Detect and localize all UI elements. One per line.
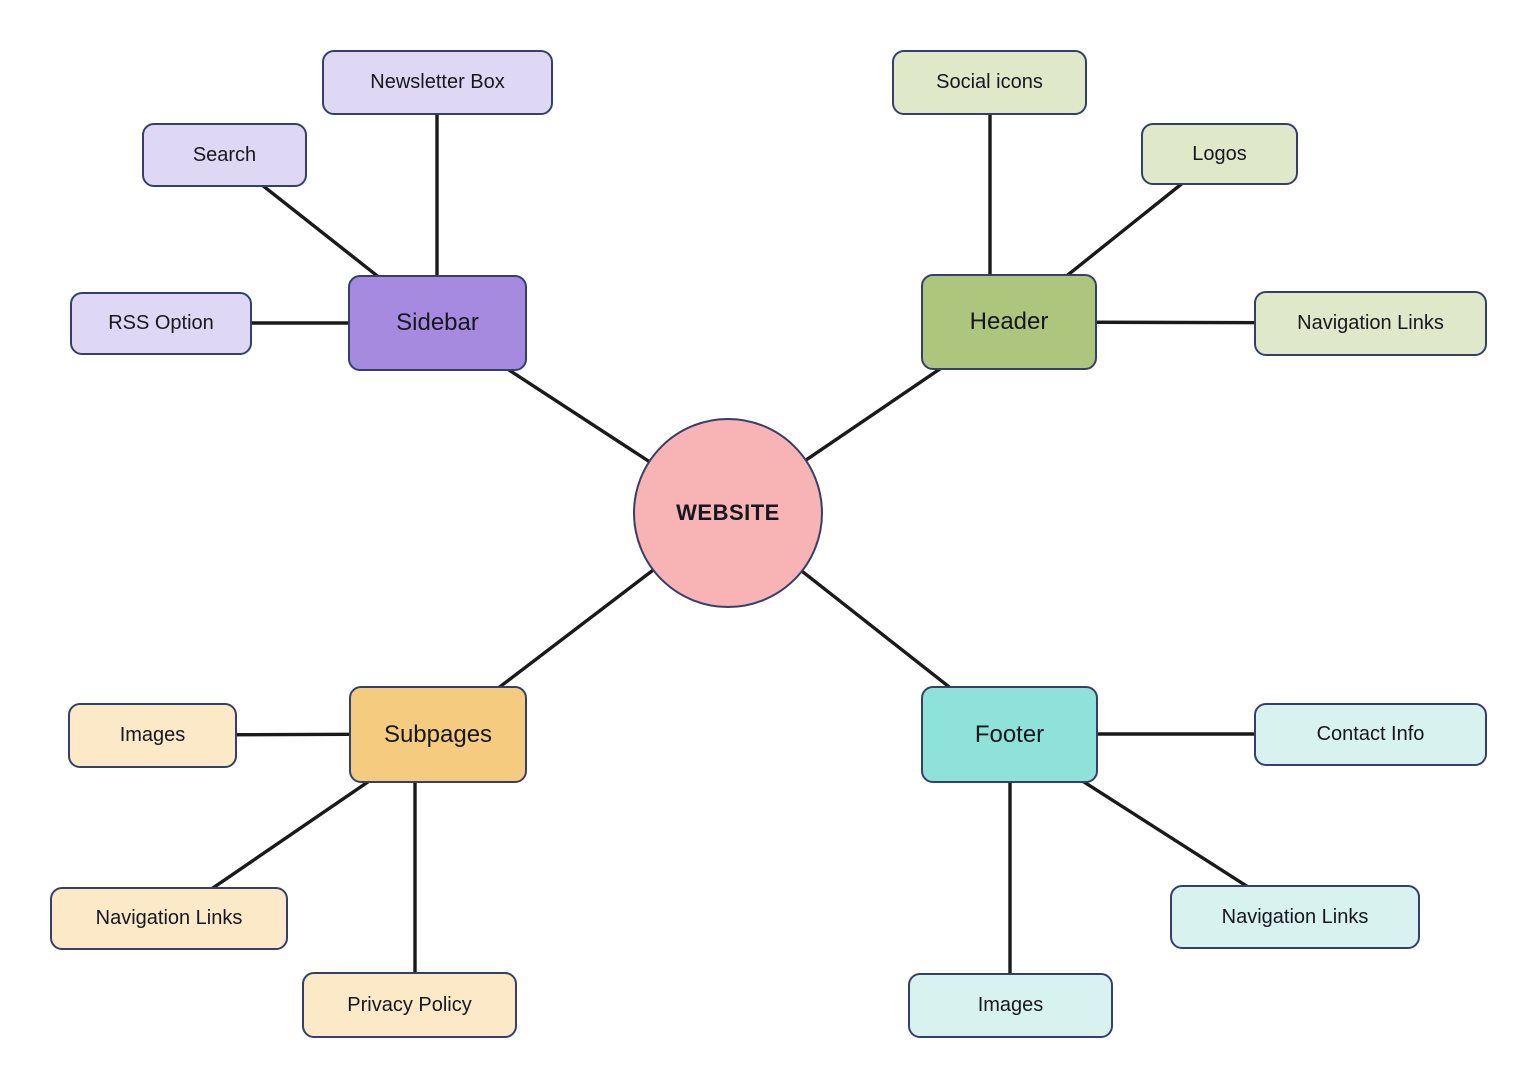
privacy-policy-label: Privacy Policy [347, 993, 472, 1016]
website-label: WEBSITE [676, 500, 780, 525]
node-navigation-links-header[interactable]: Navigation Links [1254, 291, 1487, 356]
footer-label: Footer [974, 720, 1045, 748]
node-navigation-links-footer[interactable]: Navigation Links [1170, 885, 1420, 949]
node-contact-info[interactable]: Contact Info [1254, 703, 1487, 766]
node-footer[interactable]: Footer [921, 686, 1098, 783]
node-newsletter-box[interactable]: Newsletter Box [322, 50, 553, 115]
header-label: Header [969, 308, 1049, 335]
node-navigation-links-subpages[interactable]: Navigation Links [50, 887, 288, 950]
subpages-label: Subpages [383, 720, 493, 748]
sidebar-label: Sidebar [396, 309, 479, 336]
node-social-icons[interactable]: Social icons [892, 50, 1087, 115]
node-website[interactable]: WEBSITE [633, 418, 823, 608]
node-images-subpages[interactable]: Images [68, 703, 237, 768]
search-label: Search [192, 143, 257, 166]
node-subpages[interactable]: Subpages [349, 686, 527, 783]
social-icons-label: Social icons [936, 71, 1043, 93]
node-images-footer[interactable]: Images [908, 973, 1113, 1038]
node-privacy-policy[interactable]: Privacy Policy [302, 972, 517, 1038]
node-search[interactable]: Search [142, 123, 307, 187]
node-header[interactable]: Header [921, 274, 1097, 370]
navigation-links-subpages-label: Navigation Links [95, 907, 243, 929]
contact-info-label: Contact Info [1316, 723, 1425, 745]
navigation-links-header-label: Navigation Links [1297, 312, 1444, 334]
logos-label: Logos [1192, 142, 1247, 165]
newsletter-box-label: Newsletter Box [370, 71, 505, 93]
images-footer-label: Images [977, 994, 1044, 1016]
rss-option-label: RSS Option [108, 312, 214, 334]
node-logos[interactable]: Logos [1141, 123, 1298, 185]
navigation-links-footer-label: Navigation Links [1221, 905, 1369, 928]
images-subpages-label: Images [119, 724, 186, 746]
node-rss-option[interactable]: RSS Option [70, 292, 252, 355]
node-sidebar[interactable]: Sidebar [348, 275, 527, 371]
